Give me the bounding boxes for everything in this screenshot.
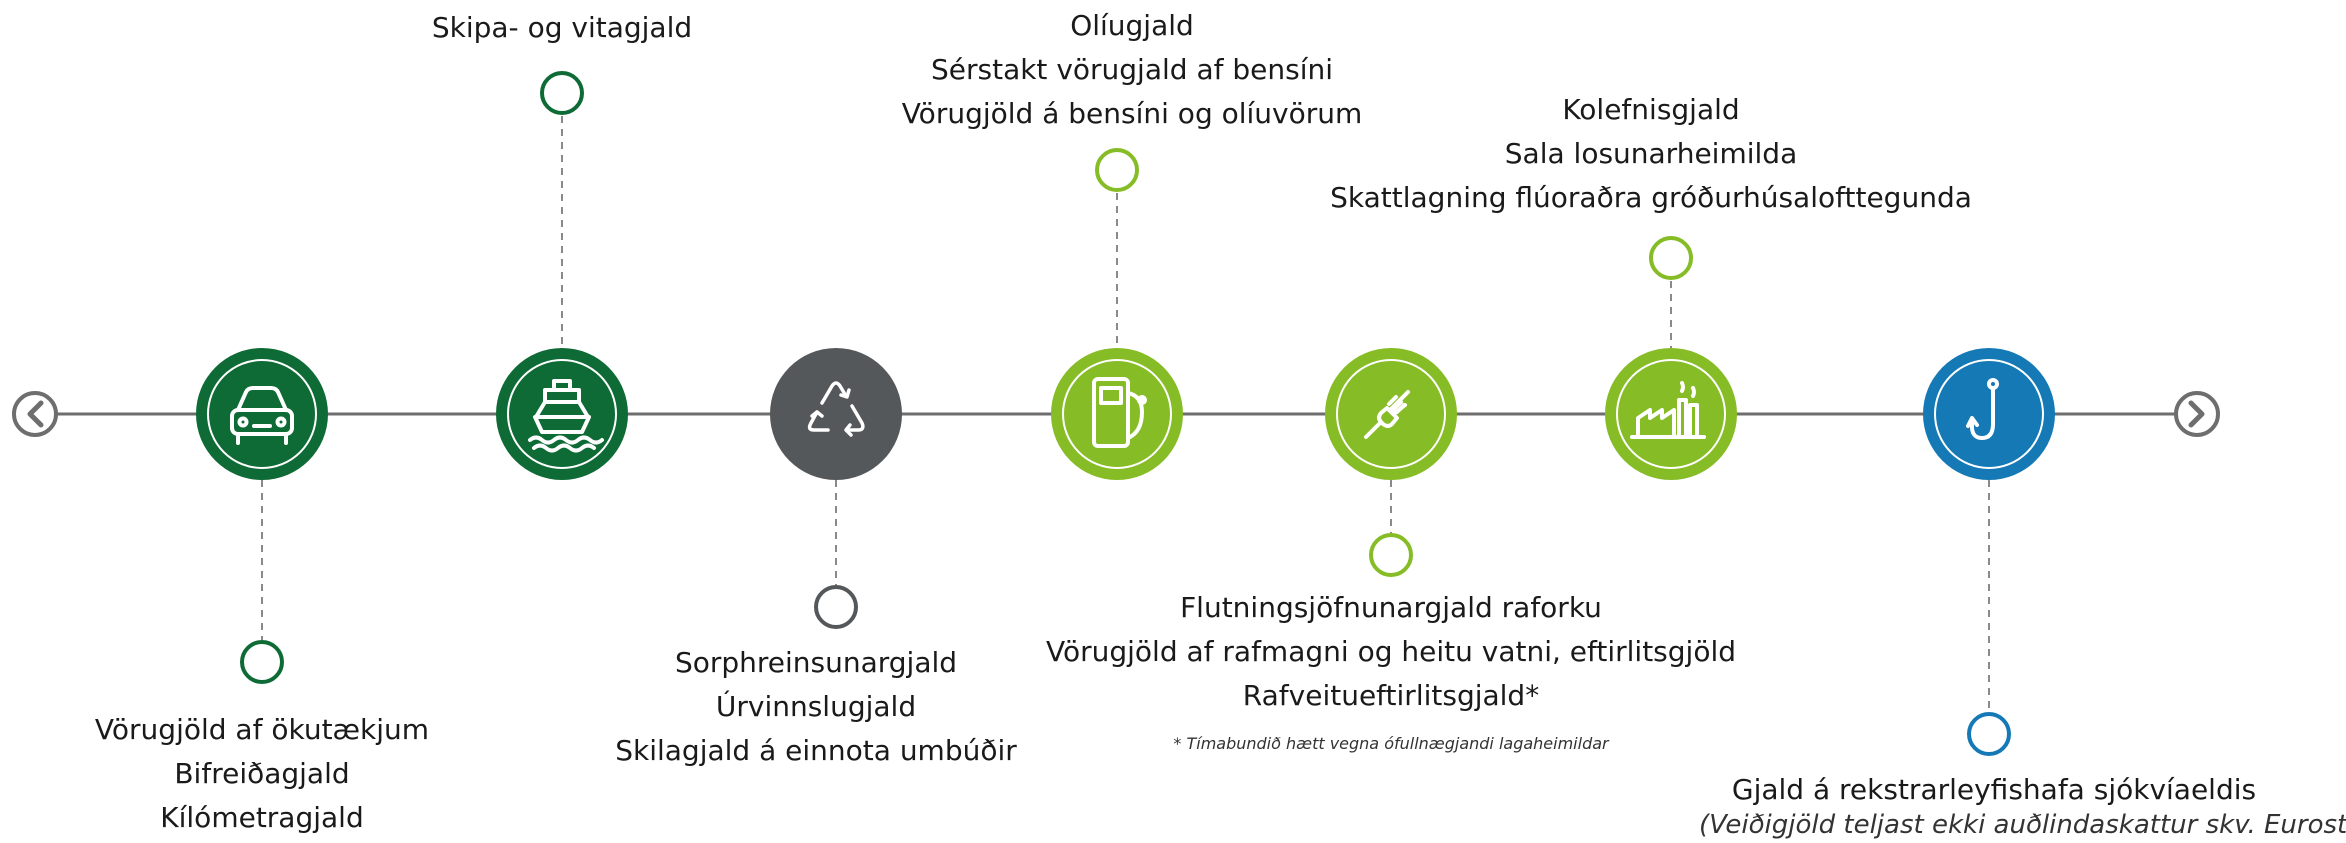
label-line: Olíugjald [1070,9,1194,42]
label-line: Flutningsjöfnunargjald raforku [1180,591,1602,624]
footnote-hook: (Veiðigjöld teljast ekki auðlindaskattur… [1699,810,2346,840]
marker-circle [1369,533,1413,577]
label-plug: Flutningsjöfnunargjald raforku Vörugjöld… [1041,586,1741,718]
recycle-icon [807,381,865,437]
marker-circle [540,71,584,115]
connector-ship [540,71,584,348]
node-factory [1605,348,1737,480]
marker-circle [1649,236,1693,280]
label-line: Vörugjöld á bensíni og olíuvörum [901,97,1363,130]
next-button[interactable] [2174,391,2220,437]
connector-plug [1369,480,1413,577]
node-plug [1325,348,1457,480]
connector-car [240,480,284,684]
label-line: Sala losunarheimilda [1504,137,1798,170]
label-line: Vörugjöld af ökutækjum [94,713,430,746]
label-line: Vörugjöld af rafmagni og heitu vatni, ef… [1045,635,1737,668]
node-car [196,348,328,480]
label-line: Skipa- og vitagjald [431,11,693,44]
node-hook [1923,348,2055,480]
label-hook: Gjald á rekstrarleyfishafa sjókvíaeldis [1694,768,2294,812]
connector-fuel [1095,148,1139,348]
marker-circle [814,585,858,629]
label-factory: Kolefnisgjald Sala losunarheimilda Skatt… [1301,88,2001,220]
label-line: Bifreiðagjald [174,757,350,790]
footnote-plug: * Tímabundið hætt vegna ófullnægjandi la… [1173,734,1609,753]
label-line: Sérstakt vörugjald af bensíni [930,53,1333,86]
factory-icon [1630,381,1706,439]
label-line: Kílómetragjald [160,801,364,834]
label-line: Rafveitueftirlitsgjald* [1242,679,1540,712]
car-icon [230,386,294,445]
label-ship: Skipa- og vitagjald [412,6,712,50]
label-fuel: Olíugjald Sérstakt vörugjald af bensíni … [882,4,1382,136]
connector-hook [1967,480,2011,756]
chevron-right-icon [2188,400,2205,428]
label-line: Úrvinnslugjald [715,690,917,723]
prev-button[interactable] [12,391,58,437]
label-line: Sorphreinsunargjald [674,646,958,679]
chevron-left-icon [27,400,44,428]
ship-icon [528,379,604,453]
marker-circle [1967,712,2011,756]
node-recycle [770,348,902,480]
label-line: Kolefnisgjald [1562,93,1740,126]
connector-factory [1649,236,1693,348]
node-fuel [1051,348,1183,480]
marker-circle [1095,148,1139,192]
label-car: Vörugjöld af ökutækjum Bifreiðagjald Kíl… [87,708,437,840]
label-line: Skattlagning flúoraðra gróðurhúsaloftteg… [1330,181,1972,214]
label-line: Skilagjald á einnota umbúðir [615,734,1017,767]
fuel-pump-icon [1092,377,1147,448]
fish-hook-icon [1966,378,1999,440]
plug-icon [1364,390,1410,439]
label-recycle: Sorphreinsunargjald Úrvinnslugjald Skila… [606,641,1026,773]
label-line: Gjald á rekstrarleyfishafa sjókvíaeldis [1731,773,2257,806]
connector-recycle [814,480,858,629]
node-ship [496,348,628,480]
marker-circle [240,640,284,684]
